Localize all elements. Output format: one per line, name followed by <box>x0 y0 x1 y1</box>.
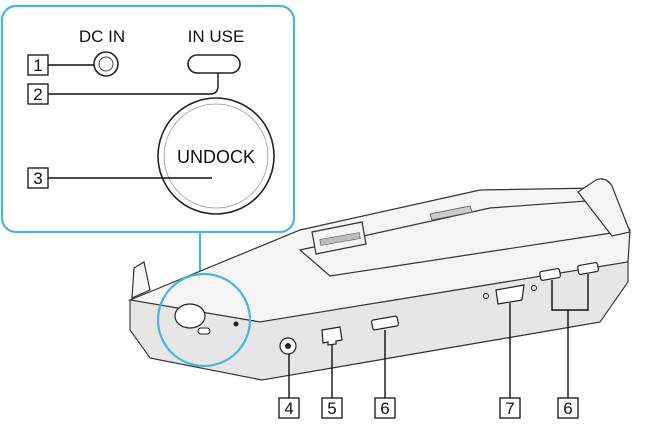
callout-box-4 <box>278 397 300 419</box>
callout-box-6-left <box>374 397 396 419</box>
callout-1: 1 <box>33 56 42 75</box>
body-undock-button <box>174 303 206 329</box>
leader-6-right <box>551 274 589 398</box>
callout-box-5 <box>321 397 343 419</box>
in-use-indicator <box>187 54 241 74</box>
undock-button <box>157 97 275 215</box>
usb-port-right-2 <box>577 262 599 275</box>
usb-port-left <box>371 315 399 331</box>
undock-label: UNDOCK <box>177 147 255 167</box>
body-dc-in-jack <box>233 321 239 327</box>
callout-box-7 <box>499 397 521 419</box>
dc-in-label: DC IN <box>79 27 125 46</box>
in-use-label: IN USE <box>188 27 245 46</box>
callout-5: 5 <box>327 399 336 418</box>
callout-2: 2 <box>33 85 42 104</box>
callout-7: 7 <box>505 399 514 418</box>
callout-6-right: 6 <box>563 399 572 418</box>
callout-4: 4 <box>284 399 293 418</box>
callout-6-left: 6 <box>380 399 389 418</box>
callout-3: 3 <box>33 169 42 188</box>
dc-in-jack-detail <box>93 51 119 77</box>
body-in-use-indicator <box>197 327 211 335</box>
usb-port-right-1 <box>539 268 561 281</box>
callout-box-6-right <box>557 397 579 419</box>
leader-2 <box>48 73 219 95</box>
vga-port <box>483 284 537 305</box>
detail-panel-frame <box>0 4 296 234</box>
dc-in-port <box>279 337 297 355</box>
lan-port <box>321 326 343 346</box>
controls-highlight <box>156 272 252 368</box>
